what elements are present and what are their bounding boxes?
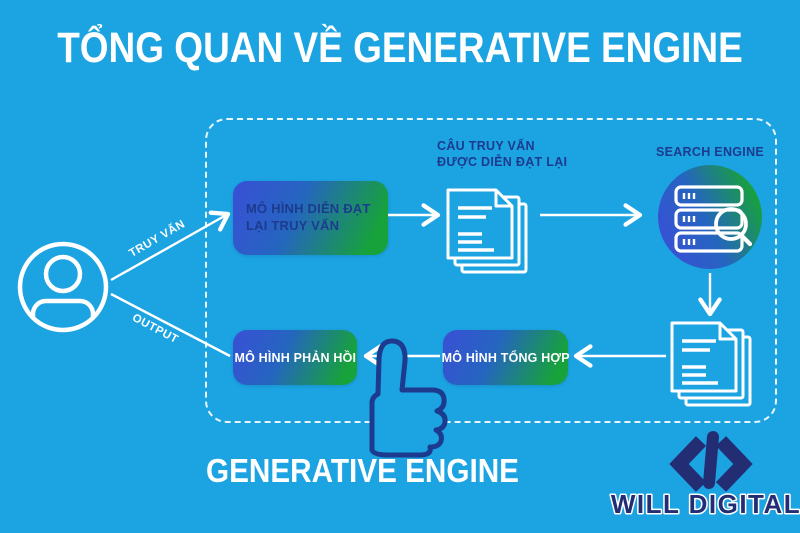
rephrased-query-label: CÂU TRUY VẤN ĐƯỢC DIỄN ĐẠT LẠI — [437, 139, 567, 170]
search-engine-label: SEARCH ENGINE — [655, 145, 765, 159]
synthesis-model-box: MÔ HÌNH TỔNG HỢP — [441, 330, 570, 385]
user-icon — [17, 241, 109, 333]
rephrased-query-label-line1: CÂU TRUY VẤN — [437, 139, 535, 153]
rephrase-model-label-line1: MÔ HÌNH DIỄN ĐẠT — [246, 201, 371, 217]
synthesis-model-label: MÔ HÌNH TỔNG HỢP — [441, 350, 570, 365]
response-model-box: MÔ HÌNH PHẢN HỒI — [233, 330, 357, 385]
brand-name: WILL DIGITAL — [611, 489, 800, 519]
rephrase-model-label-line2: LẠI TRUY VẤN — [246, 218, 340, 233]
rephrased-query-label-line2: ĐƯỢC DIỄN ĐẠT LẠI — [437, 154, 568, 169]
generative-engine-caption: GENERATIVE ENGINE — [206, 452, 520, 489]
query-connector-label: TRUY VẤN — [127, 218, 188, 260]
will-digital-logo-icon — [669, 431, 753, 492]
page-title: TỔNG QUAN VỀ GENERATIVE ENGINE — [57, 24, 743, 72]
output-connector-label: OUTPUT — [130, 311, 181, 347]
rephrase-model-box: MÔ HÌNH DIỄN ĐẠT LẠI TRUY VẤN — [233, 181, 388, 255]
response-model-label: MÔ HÌNH PHẢN HỒI — [234, 350, 356, 365]
